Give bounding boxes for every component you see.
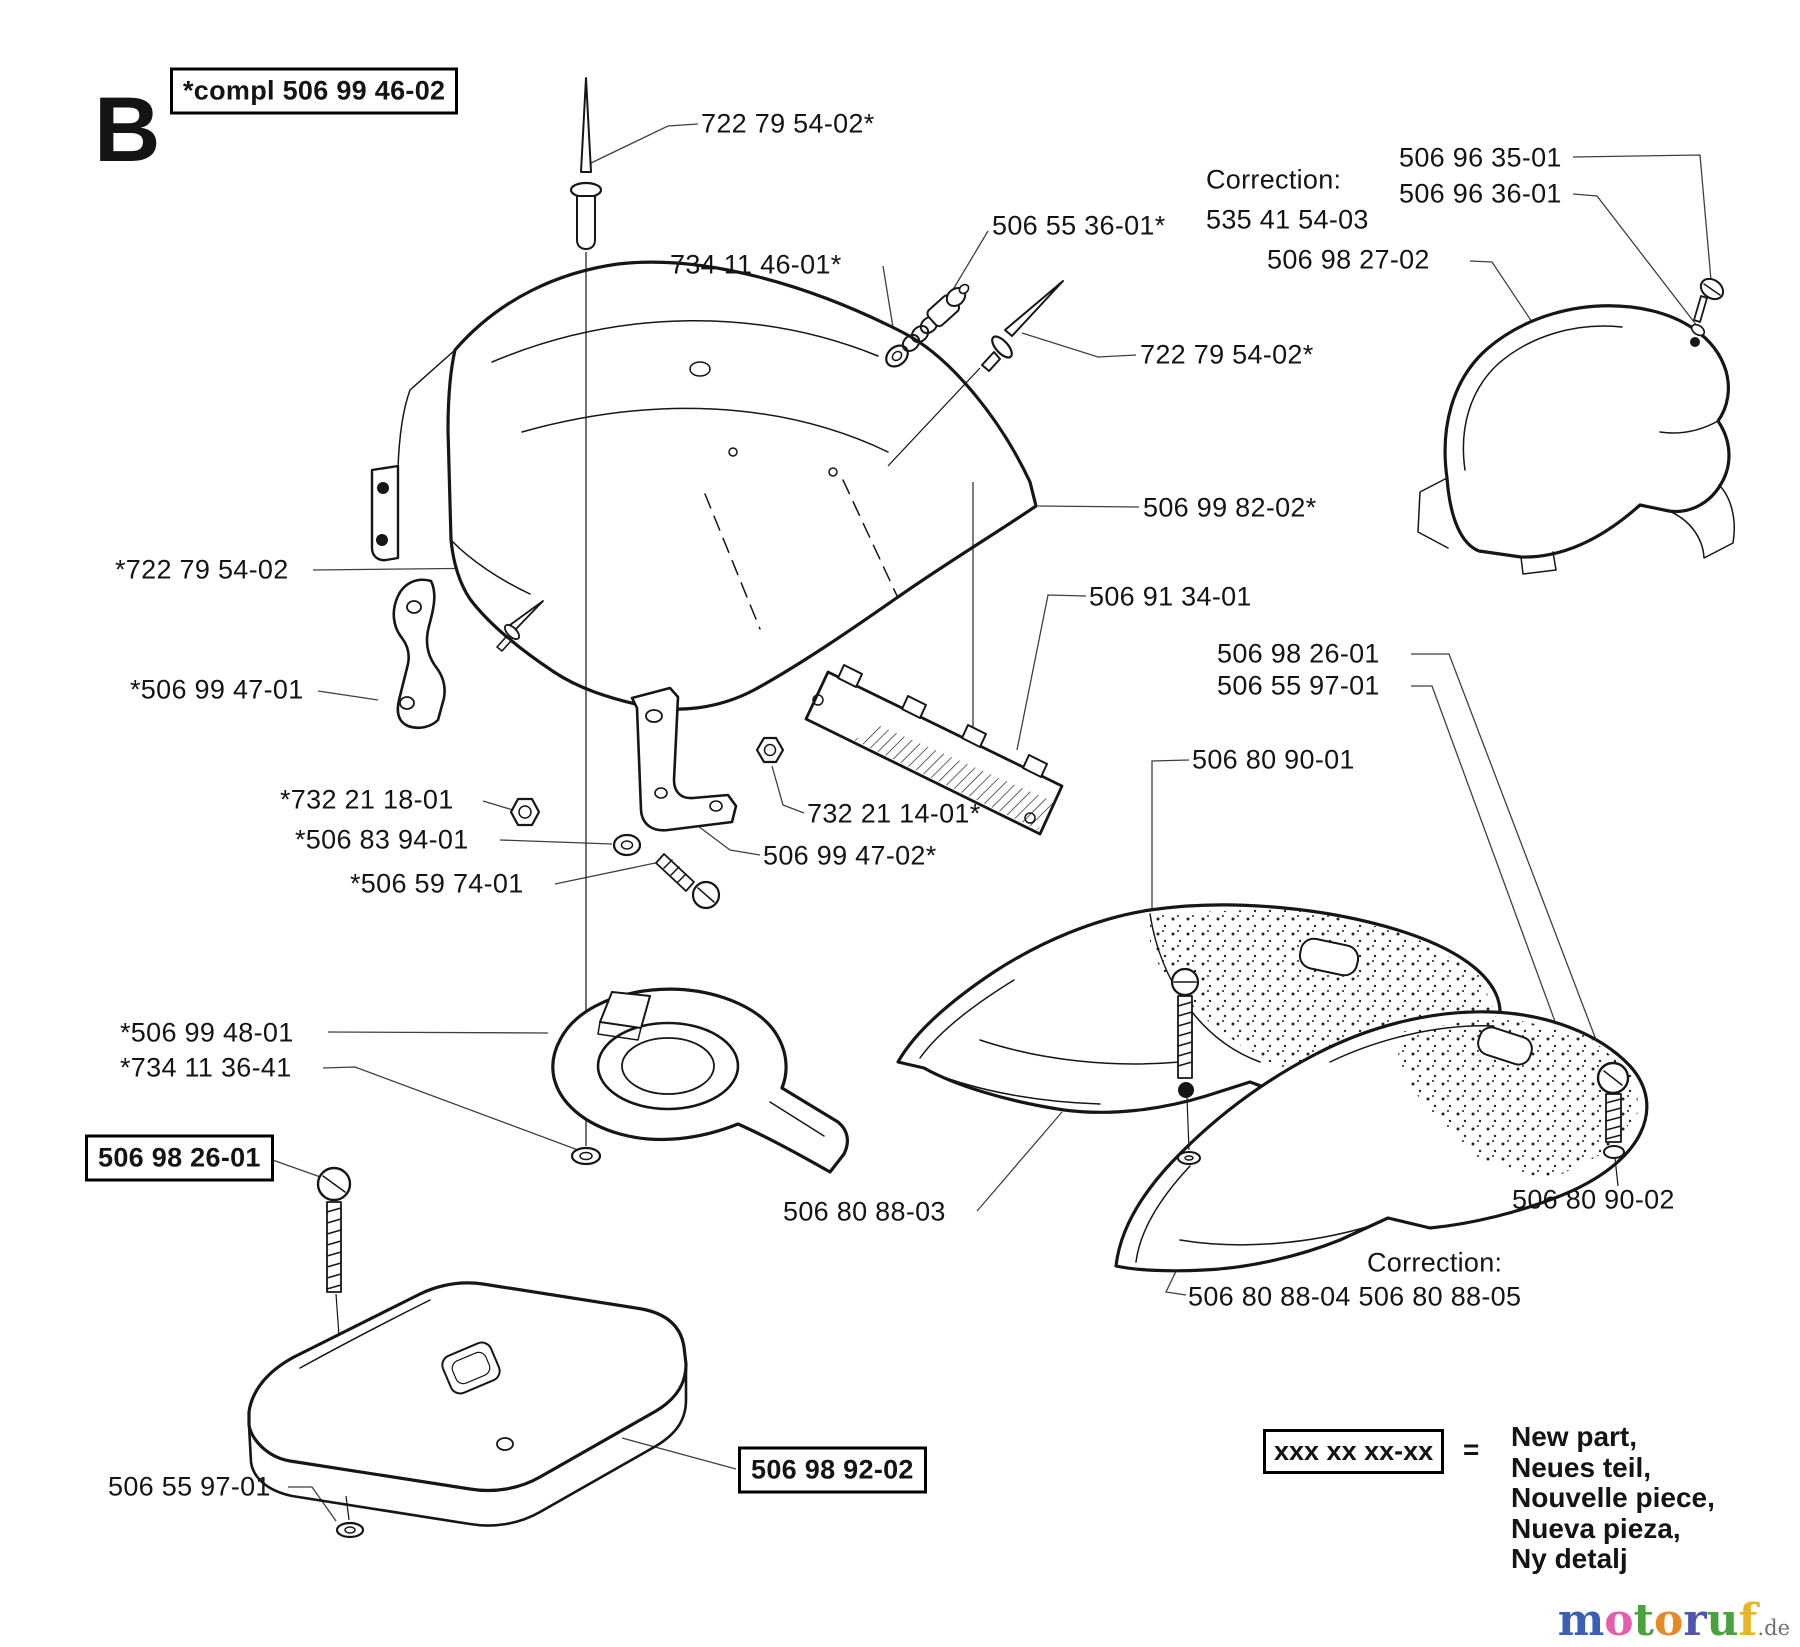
legend-equals: = (1463, 1434, 1480, 1465)
foam-panel-lower-part (1114, 1010, 1649, 1273)
deflector-cover-part (1417, 304, 1735, 575)
washer-506-83-94-part (612, 833, 642, 857)
nut-732-21-18-part (509, 797, 541, 827)
bracket-left-part (392, 578, 446, 730)
part-label-boxed: 506 98 26-01 (85, 1134, 274, 1182)
part-label: 506 80 90-01 (1192, 744, 1355, 775)
hood-cover-part (370, 260, 1038, 744)
part-label: 506 98 26-01 (1217, 638, 1380, 669)
screw-right-part (1596, 1061, 1630, 1187)
legend-meaning-line: Nueva pieza, (1511, 1512, 1681, 1544)
screw-506-59-74-part (655, 853, 721, 910)
part-label: 506 91 34-01 (1089, 581, 1252, 612)
part-label: 506 99 82-02* (1143, 492, 1317, 523)
part-label: 732 21 14-01* (807, 798, 981, 829)
part-label: Correction: (1206, 164, 1342, 195)
part-label: 506 55 97-01 (1217, 670, 1380, 701)
section-letter: B (94, 79, 161, 181)
part-label: 506 80 88-04 506 80 88-05 (1188, 1281, 1522, 1312)
part-label: 506 55 97-01 (108, 1471, 271, 1502)
part-label: *506 99 48-01 (120, 1017, 294, 1048)
part-label: 506 98 27-02 (1267, 244, 1430, 275)
plug-screw-part (1690, 277, 1725, 347)
watermark-logo: motoruf.de (1558, 1599, 1790, 1643)
needle-pin-top-part (569, 77, 603, 1146)
watermark-letter: t (1633, 1595, 1654, 1646)
watermark-letter: m (1557, 1595, 1605, 1646)
part-label: 722 79 54-02* (701, 108, 875, 139)
part-label: *506 99 47-01 (130, 674, 304, 705)
watermark-letter: r (1683, 1595, 1707, 1646)
watermark-letter: u (1706, 1595, 1739, 1646)
legend-meaning-line: New part, (1511, 1421, 1638, 1452)
legend-meaning-line: Nouvelle piece, (1511, 1482, 1715, 1513)
part-label: 506 96 35-01 (1399, 142, 1562, 173)
part-label: 506 80 88-03 (783, 1196, 946, 1227)
legend-pattern-box: xxx xx xx-xx (1263, 1429, 1445, 1474)
part-label: *506 83 94-01 (295, 824, 469, 855)
box-cover-part (247, 1281, 688, 1527)
needle-pin-right-part (887, 280, 1064, 467)
part-label: 535 41 54-03 (1206, 204, 1369, 235)
part-label: *732 21 18-01 (280, 784, 454, 815)
part-label: *734 11 36-41 (120, 1052, 292, 1083)
screw-center-long-part (1170, 967, 1201, 1165)
watermark-letter: f (1738, 1595, 1758, 1646)
part-label: 506 96 36-01 (1399, 178, 1562, 209)
part-label: Correction: (1367, 1247, 1503, 1278)
part-label: *722 79 54-02 (115, 554, 289, 585)
watermark-letter: o (1653, 1595, 1684, 1646)
nut-732-21-14-part (755, 736, 785, 764)
legend-meaning-line: Neues teil, (1511, 1451, 1652, 1483)
grille-plate-part (804, 664, 1064, 836)
part-label: 734 11 46-01* (670, 249, 842, 280)
part-label: 506 55 36-01* (992, 210, 1166, 241)
part-label: 506 99 47-02* (763, 840, 937, 871)
legend-meanings: New part,Neues teil,Nouvelle piece,Nueva… (1511, 1421, 1715, 1575)
air-intake-cup-part (551, 987, 849, 1174)
watermark-suffix: .de (1757, 1616, 1790, 1640)
part-label-boxed: *compl 506 99 46-02 (170, 67, 459, 115)
legend-meaning-line: Ny detalj (1511, 1543, 1628, 1574)
bracket-center-part (630, 686, 738, 832)
part-label: 722 79 54-02* (1140, 339, 1314, 370)
watermark-letter: o (1604, 1595, 1634, 1646)
washer-bottom-part (335, 1521, 365, 1539)
valve-assembly-part (885, 283, 970, 368)
part-label-boxed: 506 98 92-02 (738, 1446, 927, 1494)
washer-734-11-36-part (570, 1146, 602, 1166)
part-label: 506 80 90-02 (1512, 1184, 1675, 1215)
part-label: *506 59 74-01 (350, 868, 524, 899)
needle-pin-small-part (496, 600, 544, 652)
